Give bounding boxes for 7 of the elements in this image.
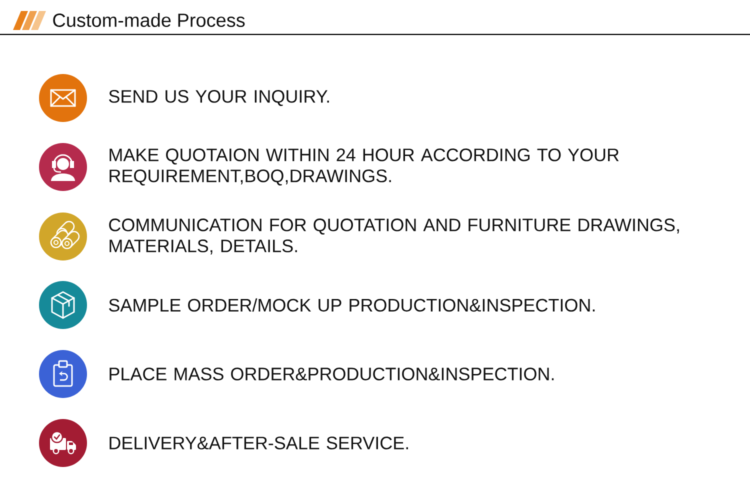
step-text: SAMPLE ORDER/MOCK UP PRODUCTION&INSPECTION. [109,298,595,312]
step-text: COMMUNICATION FOR QUOTATION AND FURNITURE DRAWINGS, MATERIALS, DETAILS. [109,218,679,254]
title: Custom-made Process [53,13,245,27]
step-text: DELIVERY&AFTER-SALE SERVICE. [110,436,408,450]
step-text: SEND US YOUR INQUIRY. [109,90,329,106]
step-text: MAKE QUOTAION WITHIN 24 HOUR ACCORDING TO YOUR REQUIREMENT,BOQ,DRAWINGS. [110,148,619,186]
step-text: PLACE MASS ORDER&PRODUCTION&INSPECTION. [110,368,554,380]
